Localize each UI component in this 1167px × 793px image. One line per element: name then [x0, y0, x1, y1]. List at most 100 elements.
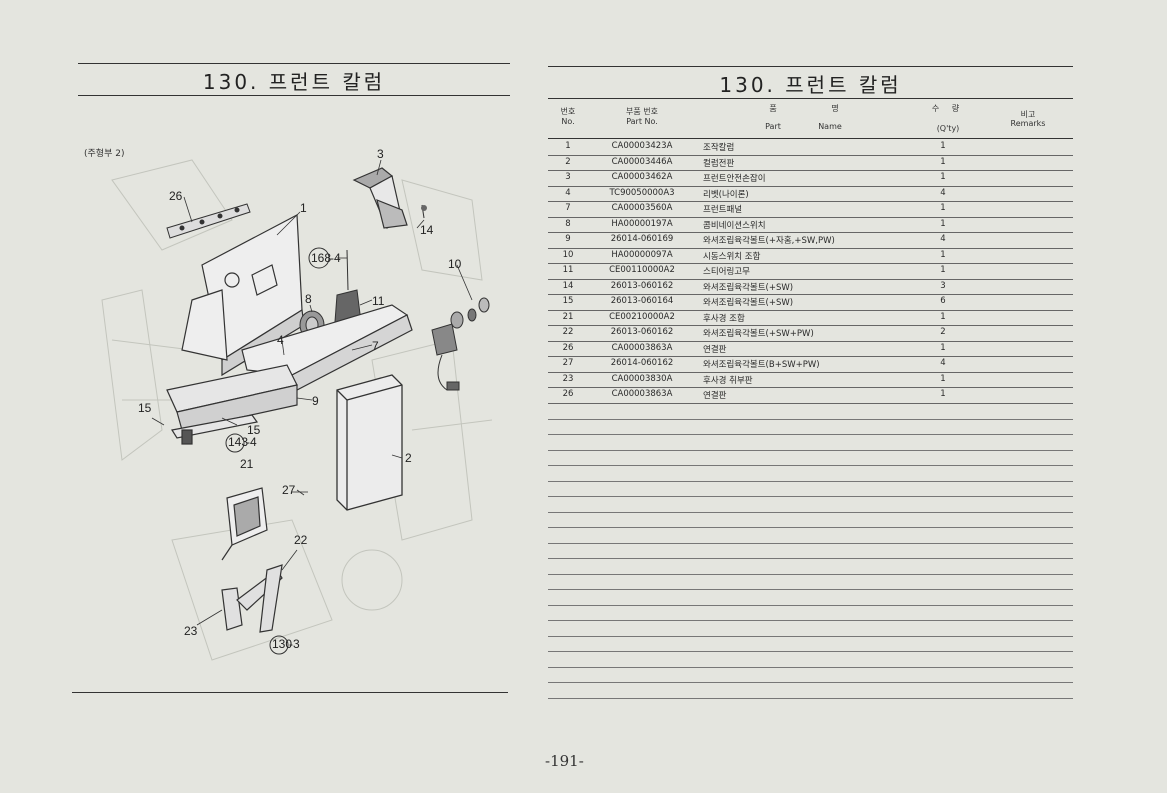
callout-11: 11 — [372, 294, 385, 308]
left-bottom-rule — [72, 692, 508, 693]
row-part-name: 시동스위치 조합 — [703, 251, 761, 262]
row-no: 9 — [565, 234, 571, 244]
row-no: 22 — [562, 327, 574, 337]
right-top-rule — [548, 66, 1073, 67]
part-1-column-frame — [181, 214, 305, 377]
callout-27: 27 — [282, 483, 296, 497]
left-page-title: 130. 프런트 칼럼 — [202, 70, 386, 94]
callout-2: 2 — [405, 451, 412, 465]
row-part-name: 후사경 조합 — [703, 313, 745, 324]
header-name-ko2: 명 — [831, 104, 839, 113]
callout-8: 8 — [305, 292, 312, 306]
row-no: 1 — [565, 141, 571, 151]
row-part-number: TC90050000A3 — [609, 187, 675, 198]
part-10-start-switch — [431, 297, 490, 391]
row-quantity: 1 — [940, 311, 946, 322]
header-no-ko: 번호 — [560, 107, 576, 116]
row-part-number: CE00210000A2 — [609, 311, 675, 322]
exploded-parts-diagram: 3 26 1 14 168 -4 10 8 11 4 7 9 15 15 143… — [101, 147, 493, 661]
empty-row-line — [548, 666, 1073, 668]
row-part-number: CE00110000A2 — [609, 265, 675, 275]
callout-10: 10 — [448, 257, 462, 271]
row-no: 2 — [565, 156, 571, 167]
row-no: 11 — [562, 265, 574, 275]
row-no: 23 — [562, 373, 574, 384]
empty-row-line — [548, 449, 1073, 451]
callout-15-right: 15 — [247, 423, 261, 437]
part-3-safety-handle — [352, 167, 408, 229]
callout-130: 130 — [272, 637, 292, 651]
row-part-number: CA00003863A — [611, 342, 673, 353]
empty-row-line — [548, 511, 1073, 513]
empty-row-line — [548, 434, 1073, 435]
row-part-name: 리벳(나이론) — [703, 189, 749, 200]
base-bracket — [166, 364, 298, 445]
row-part-number: 26014-060169 — [610, 234, 674, 244]
row-no: 15 — [562, 296, 574, 306]
row-quantity: 1 — [940, 389, 946, 399]
callout-143: 143 — [228, 435, 248, 449]
row-part-name: 연결판 — [703, 344, 727, 355]
row-quantity: 1 — [940, 249, 946, 260]
row-quantity: 4 — [940, 358, 946, 368]
callout-130-suffix: -3 — [289, 637, 300, 651]
header-name-en2: Name — [818, 122, 842, 131]
callout-168-suffix: -4 — [330, 251, 341, 265]
row-part-name: 와셔조립육각볼트(+SW) — [703, 282, 794, 293]
callout-168-circle — [308, 247, 330, 269]
row-part-number: 26013-060162 — [610, 327, 674, 337]
callout-9: 9 — [312, 394, 319, 408]
row-quantity: 1 — [940, 141, 946, 151]
part-23-mirror-bracket — [221, 564, 283, 633]
empty-row-line — [548, 635, 1073, 637]
row-part-name: 콤비네이션스위치 — [703, 220, 766, 231]
header-no-en: No. — [561, 117, 575, 126]
empty-row-line — [548, 480, 1073, 482]
callout-3: 3 — [377, 147, 384, 161]
callout-143-suffix: -4 — [246, 435, 257, 449]
row-no: 10 — [562, 249, 574, 260]
row-part-name: 와셔조립육각볼트(+자홈,+SW,PW) — [703, 236, 835, 246]
part-21-mirror-assy — [221, 487, 268, 561]
callout-4: 4 — [277, 333, 284, 347]
table-row: 10 HA00000097A 시동스위치 조합 1 — [548, 248, 1073, 264]
figure-label: (주형부 2) — [84, 149, 125, 159]
row-no: 26 — [562, 342, 574, 353]
page-number: -191- — [545, 752, 584, 770]
empty-row-line — [548, 542, 1073, 544]
row-part-name: 프런트패널 — [703, 205, 743, 215]
callout-21: 21 — [240, 457, 254, 471]
header-remarks-ko: 비고 — [1020, 110, 1036, 119]
empty-row-line — [548, 527, 1073, 528]
callout-7: 7 — [372, 339, 379, 353]
row-quantity: 1 — [940, 342, 946, 353]
row-part-name: 스티어링고무 — [703, 267, 750, 277]
row-quantity: 1 — [940, 203, 946, 213]
row-part-number: HA00000097A — [611, 249, 673, 260]
empty-row-line — [548, 418, 1073, 420]
row-part-name: 와셔조립육각볼트(+SW+PW) — [703, 329, 814, 339]
row-part-number: CA00003830A — [611, 373, 673, 384]
callout-26: 26 — [169, 189, 183, 203]
empty-row-line — [548, 465, 1073, 466]
row-no: 3 — [565, 172, 571, 182]
row-part-number: HA00000197A — [611, 218, 673, 229]
header-name-en1: Part — [765, 122, 781, 131]
row-quantity: 1 — [940, 172, 946, 182]
header-name-ko1: 품 — [769, 104, 777, 113]
row-quantity: 1 — [940, 156, 946, 167]
row-no: 8 — [565, 218, 571, 229]
leader-lines — [151, 159, 473, 626]
callout-15-left: 15 — [138, 401, 152, 415]
header-qty-ko2: 량 — [951, 104, 960, 113]
header-qty-ko1: 수 — [931, 104, 940, 113]
row-part-number: CA00003863A — [611, 389, 673, 399]
empty-row-line — [548, 589, 1073, 590]
row-no: 26 — [562, 389, 574, 399]
